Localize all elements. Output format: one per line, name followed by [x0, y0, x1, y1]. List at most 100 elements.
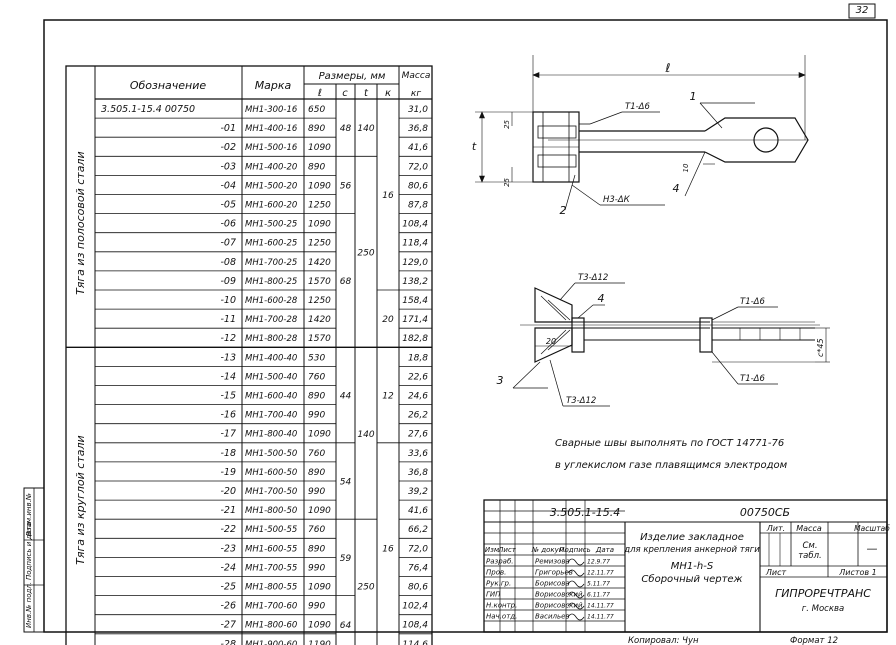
row-designation: -19 [220, 467, 236, 478]
stamp-date: 12.11.77 [587, 570, 614, 577]
row-mass: 39,2 [408, 487, 428, 497]
merged-k-value: 16 [382, 544, 394, 554]
header-mark: Марка [255, 79, 292, 92]
stamp-date: 5.11.77 [587, 581, 610, 588]
row-designation: -09 [220, 276, 236, 287]
merged-c-value: 68 [340, 277, 352, 287]
stamp-product-mark: МН1-h-S [671, 561, 714, 572]
row-mass: 138,2 [402, 277, 428, 287]
stamp-name: Борисова [535, 580, 570, 588]
row-designation: -02 [220, 142, 236, 153]
row-length: 990 [308, 411, 325, 421]
section-label-round-bar: Тяга из круглой стали [74, 435, 87, 565]
bracket-hatch [540, 295, 567, 321]
row-length: 990 [308, 602, 325, 612]
header-mass: Масса [402, 71, 431, 81]
dimension-arrow [532, 72, 540, 78]
dimension-arrow [798, 72, 806, 78]
row-mark: МН1-700-55 [245, 563, 297, 573]
row-length: 1420 [308, 315, 331, 325]
row-designation: -27 [220, 620, 236, 631]
stamp-role: Пров. [486, 569, 506, 577]
stamp-header-date: Дата [595, 546, 614, 554]
row-length: 760 [308, 372, 325, 382]
nut-plate [571, 317, 585, 353]
plate-slot [537, 125, 577, 139]
row-mark: МН1-500-16 [245, 143, 298, 153]
signature-scribble [567, 591, 585, 599]
row-mass: 182,8 [402, 334, 428, 344]
row-designation: -23 [220, 543, 236, 554]
row-length: 1250 [308, 296, 331, 306]
merged-c-value: 44 [340, 392, 352, 402]
row-mark: МН1-600-55 [245, 544, 297, 554]
leader-line [699, 102, 723, 129]
leader-line [711, 351, 739, 385]
row-designation: -01 [220, 123, 236, 134]
row-length: 890 [308, 544, 325, 554]
stamp-role: Н.контр. [486, 602, 517, 610]
row-designation: -21 [220, 505, 236, 516]
row-length: 1250 [308, 200, 331, 210]
weld-note-t1-top: Т1-Δ6 [625, 102, 650, 112]
nut-plate-right [699, 317, 713, 353]
dimension-l: ℓ [665, 61, 671, 75]
row-mark: МН1-700-60 [245, 602, 297, 612]
stamp-city: г. Москва [802, 604, 844, 614]
stamp-title-line-1: Изделие закладное [640, 532, 744, 543]
signature-scribble [567, 613, 585, 621]
row-mark: МН1-400-16 [245, 124, 298, 134]
row-designation: -18 [220, 448, 236, 459]
stamp-role: Нач.отд. [486, 613, 517, 621]
stamp-subtitle: Сборочный чертеж [641, 573, 742, 585]
row-designation: -15 [220, 390, 236, 401]
callout-4-side: 4 [598, 292, 605, 305]
binding-label-vzam: Взам.инв.№ [25, 493, 33, 536]
row-mark: МН1-800-50 [245, 506, 297, 516]
row-length: 890 [308, 124, 325, 134]
row-mass: 27,6 [408, 430, 428, 440]
weld-note-t3-bottom: Т3-Δ12 [566, 396, 596, 406]
header-kg: кг [411, 89, 421, 99]
row-length: 650 [308, 105, 325, 115]
stamp-name: Васильев [535, 613, 570, 621]
merged-t-value: 140 [357, 430, 374, 440]
dimension-20: 20 [546, 337, 556, 346]
row-mark: МН1-800-28 [245, 334, 298, 344]
leader-line [684, 151, 706, 197]
row-designation: -05 [220, 199, 236, 210]
row-mark: МН1-300-16 [245, 105, 298, 115]
page-number: 32 [855, 5, 869, 16]
row-designation: -22 [220, 524, 236, 535]
row-length: 990 [308, 487, 325, 497]
header-sizes: Размеры, мм [319, 71, 386, 82]
stamp-company: ГИПРОРЕЧТРАНС [775, 587, 871, 600]
plate-slot [537, 154, 577, 168]
stamp-masshtab: Масштаб [854, 524, 890, 533]
row-mark: МН1-800-55 [245, 582, 297, 592]
row-designation: -06 [220, 219, 236, 230]
spec-table-frame [65, 65, 433, 645]
row-length: 1190 [308, 640, 331, 645]
dimension-25-bottom: 25 [503, 177, 511, 186]
page-number-box [848, 3, 876, 19]
header-c: с [342, 88, 348, 99]
weld-note-line-1: Сварные швы выполнять по ГОСТ 14771-76 [555, 438, 784, 449]
row-length: 990 [308, 563, 325, 573]
row-length: 1420 [308, 258, 331, 268]
row-mark: МН1-400-20 [245, 162, 297, 172]
row-mass: 158,4 [402, 296, 428, 306]
stamp-name: Ворисовский [535, 602, 583, 610]
merged-k-value: 20 [382, 315, 394, 325]
row-length: 890 [308, 162, 325, 172]
row-mass: 22,6 [408, 372, 428, 382]
row-mass: 36,8 [408, 124, 428, 134]
bracket-hatch [540, 329, 567, 355]
header-l: ℓ [318, 88, 322, 99]
row-length: 1090 [308, 430, 331, 440]
stamp-name: Ремизова [535, 558, 570, 566]
dimension-25-top: 25 [503, 119, 511, 128]
merged-t-value: 250 [357, 583, 374, 593]
merged-t-value: 140 [357, 124, 374, 134]
callout-4-top: 4 [673, 182, 680, 195]
